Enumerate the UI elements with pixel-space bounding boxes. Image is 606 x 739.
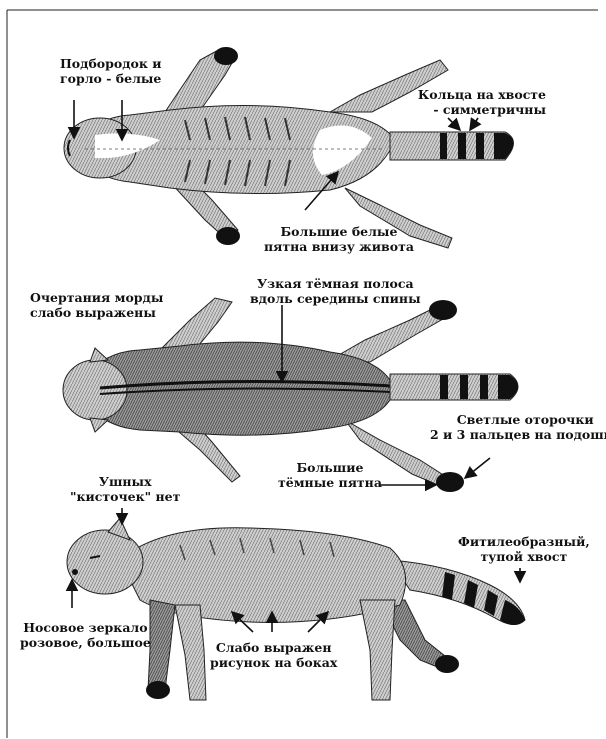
cat-lateral-view — [67, 518, 525, 700]
label-line: "кисточек" нет — [70, 489, 180, 504]
label-line: Слабо выражен — [210, 640, 337, 655]
label-line: Большие — [278, 460, 382, 475]
label-line: тупой хвост — [458, 549, 590, 564]
label-line: - симметричны — [418, 102, 546, 117]
label-muzzle-outline: Очертания морды слабо выражены — [30, 290, 163, 320]
label-toe-edging: Светлые оторочки 2 и 3 пальцев на подошв… — [430, 412, 606, 442]
label-ear-tufts: Ушных "кисточек" нет — [70, 474, 180, 504]
label-flank-pattern: Слабо выражен рисунок на боках — [210, 640, 337, 670]
label-line: розовое, большое — [20, 635, 151, 650]
label-line: Подбородок и — [60, 56, 162, 71]
label-line: Ушных — [70, 474, 180, 489]
label-line: Носовое зеркало — [20, 620, 151, 635]
label-line: 2 и 3 пальцев на подошве — [430, 427, 606, 442]
label-line: рисунок на боках — [210, 655, 337, 670]
label-line: Кольца на хвосте — [418, 87, 546, 102]
label-line: вдоль середины спины — [250, 291, 421, 306]
label-back-stripe: Узкая тёмная полоса вдоль середины спины — [250, 276, 421, 306]
label-tail-rings: Кольца на хвосте - симметричны — [418, 87, 546, 117]
label-tail-shape: Фитилеобразный, тупой хвост — [458, 534, 590, 564]
label-line: Узкая тёмная полоса — [250, 276, 421, 291]
label-chin-throat: Подбородок и горло - белые — [60, 56, 162, 86]
label-belly-patches: Большие белые пятна внизу живота — [264, 224, 414, 254]
label-nose-pad: Носовое зеркало розовое, большое — [20, 620, 151, 650]
label-line: слабо выражены — [30, 305, 163, 320]
label-sole-spots: Большие тёмные пятна — [278, 460, 382, 490]
label-line: пятна внизу живота — [264, 239, 414, 254]
label-line: горло - белые — [60, 71, 162, 86]
label-line: Светлые оторочки — [430, 412, 606, 427]
label-line: Большие белые — [264, 224, 414, 239]
label-line: Фитилеобразный, — [458, 534, 590, 549]
label-line: тёмные пятна — [278, 475, 382, 490]
label-line: Очертания морды — [30, 290, 163, 305]
